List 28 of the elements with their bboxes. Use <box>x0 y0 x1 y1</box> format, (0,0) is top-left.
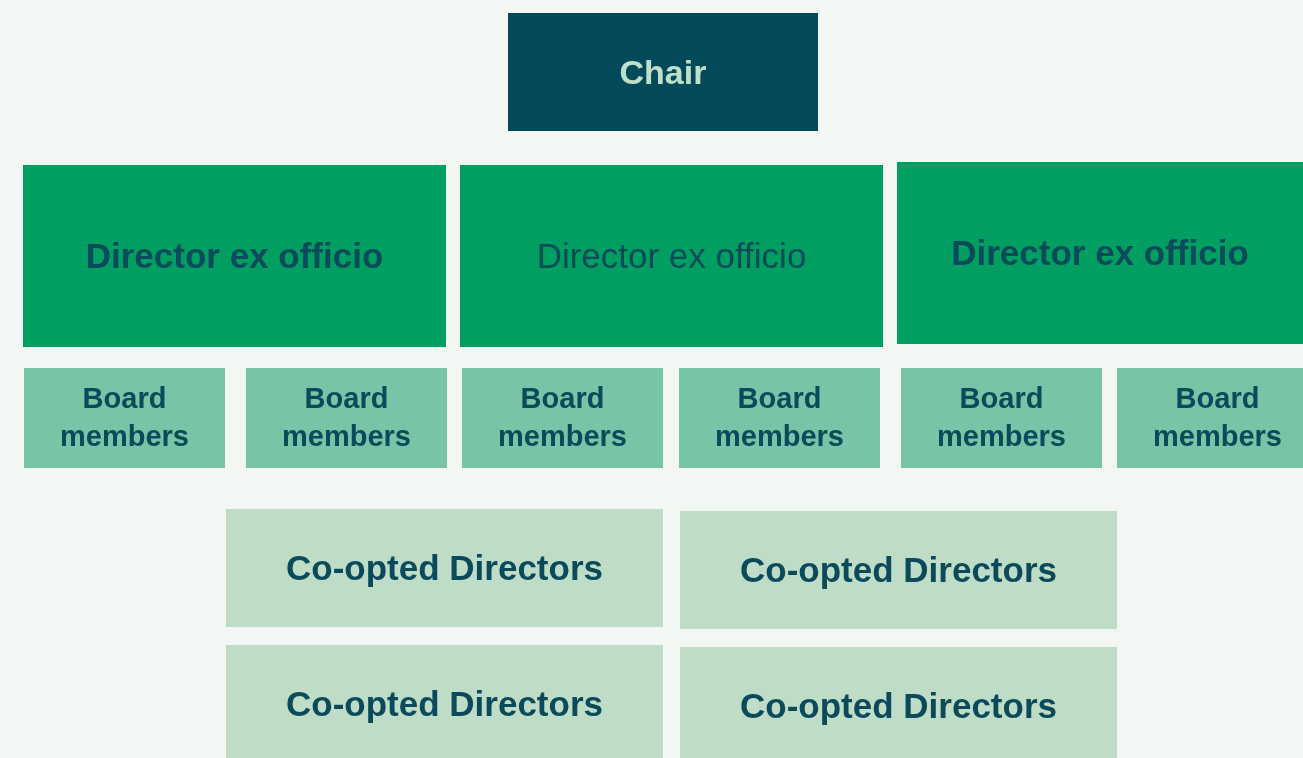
role-title: Board members <box>59 381 190 454</box>
role-title: Director ex officio <box>535 235 808 278</box>
role-title: Co-opted Directors <box>739 549 1058 592</box>
board-member-box <box>679 368 880 468</box>
board-member-box <box>246 368 447 468</box>
role-title: Board members <box>936 381 1067 454</box>
board-member-box <box>1117 368 1303 468</box>
role-title: Co-opted Directors <box>739 685 1058 728</box>
chair-box <box>508 13 818 131</box>
role-title: Board members <box>281 381 412 454</box>
co-opted-director-box <box>680 647 1117 758</box>
director-box <box>460 165 883 347</box>
role-title: Board members <box>497 381 628 454</box>
board-member-box <box>24 368 225 468</box>
co-opted-director-box <box>226 645 663 758</box>
co-opted-director-box <box>226 509 663 627</box>
director-box <box>897 162 1303 344</box>
role-title: Director ex officio <box>950 232 1250 275</box>
role-title: Co-opted Directors <box>285 683 604 726</box>
role-title: Chair <box>618 51 708 93</box>
director-box <box>23 165 446 347</box>
board-member-box <box>901 368 1102 468</box>
role-title: Board members <box>714 381 845 454</box>
co-opted-director-box <box>680 511 1117 629</box>
role-title: Director ex officio <box>84 235 385 278</box>
board-member-box <box>462 368 663 468</box>
role-title: Co-opted Directors <box>285 547 604 590</box>
role-title: Board members <box>1152 381 1283 454</box>
